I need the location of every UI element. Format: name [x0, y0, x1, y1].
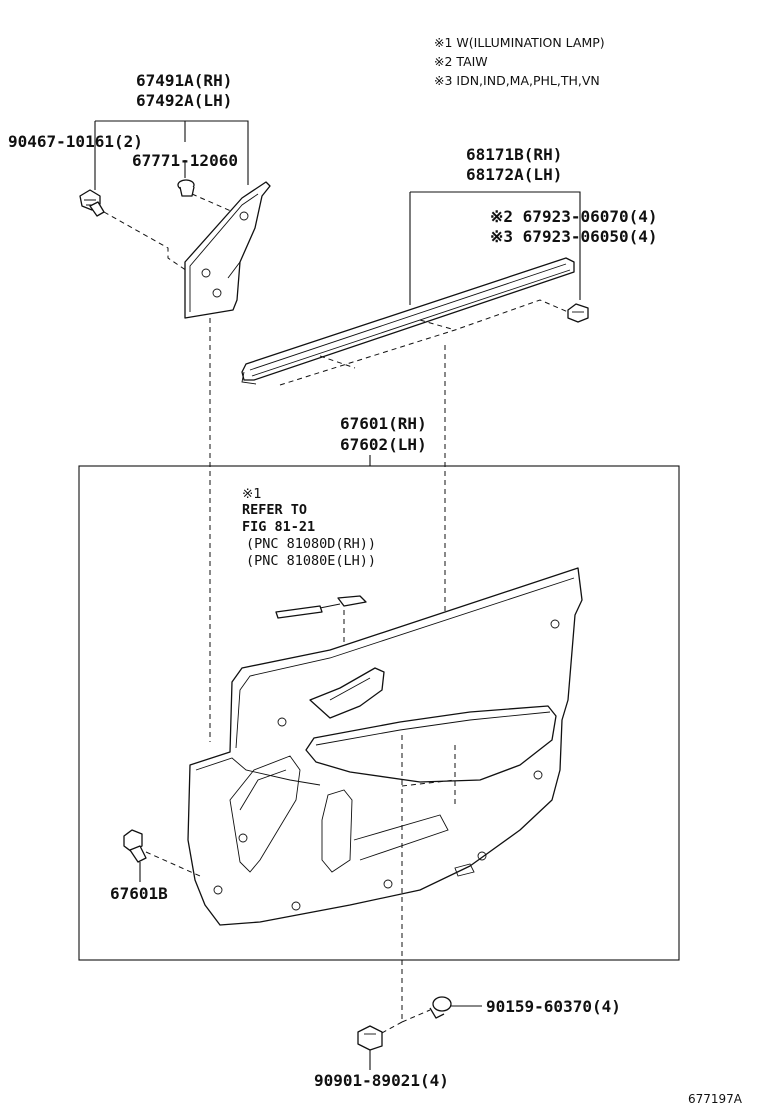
label-panel-lh: 67602(LH): [340, 435, 427, 454]
refer-pnc-lh: (PNC 81080E(LH)): [246, 553, 377, 569]
clip-67923: [567, 303, 589, 323]
note-2: ※2 TAIW: [434, 54, 488, 69]
screw-90159: [429, 996, 482, 1019]
note-3: ※3 IDN,IND,MA,PHL,TH,VN: [434, 73, 600, 88]
weatherstrip-part: [241, 257, 575, 385]
label-clip-67923-other: ※3 67923-06050(4): [490, 227, 658, 246]
weatherstrip-leaders: [409, 191, 581, 305]
door-panel-frame: [78, 465, 680, 961]
refer-fig-text: FIG 81-21: [242, 519, 316, 535]
label-panel-rh: 67601(RH): [340, 414, 427, 433]
refer-pnc-rh: (PNC 81080D(RH)): [246, 536, 377, 552]
label-clip-67771: 67771-12060: [132, 151, 238, 170]
figure-number: 677197A: [688, 1092, 743, 1106]
cap-90901: [357, 1025, 383, 1070]
door-trim-panel: [187, 567, 583, 926]
label-weatherstrip-rh: 68171B(RH): [466, 145, 563, 164]
label-clip-67923-taiw: ※2 67923-06070(4): [490, 207, 658, 226]
label-weatherstrip-lh: 68172A(LH): [466, 165, 563, 184]
door-garnish-part: [184, 181, 271, 319]
label-garnish-lh: 67492A(LH): [136, 91, 233, 110]
clip-67601b: [123, 829, 201, 882]
refer-mark: ※1: [242, 486, 262, 502]
label-garnish-rh: 67491A(RH): [136, 71, 233, 90]
label-screw-90467: 90467-10161(2): [8, 132, 143, 151]
label-clip-67601b: 67601B: [110, 884, 168, 903]
note-1: ※1 W(ILLUMINATION LAMP): [434, 35, 605, 50]
refer-to-text: REFER TO: [242, 502, 308, 518]
label-screw-90159: 90159-60370(4): [486, 997, 621, 1016]
screw-90467: [79, 189, 105, 217]
label-cap-90901: 90901-89021(4): [314, 1071, 449, 1090]
garnish-leaders: [94, 120, 249, 190]
clip-67771: [177, 179, 195, 197]
